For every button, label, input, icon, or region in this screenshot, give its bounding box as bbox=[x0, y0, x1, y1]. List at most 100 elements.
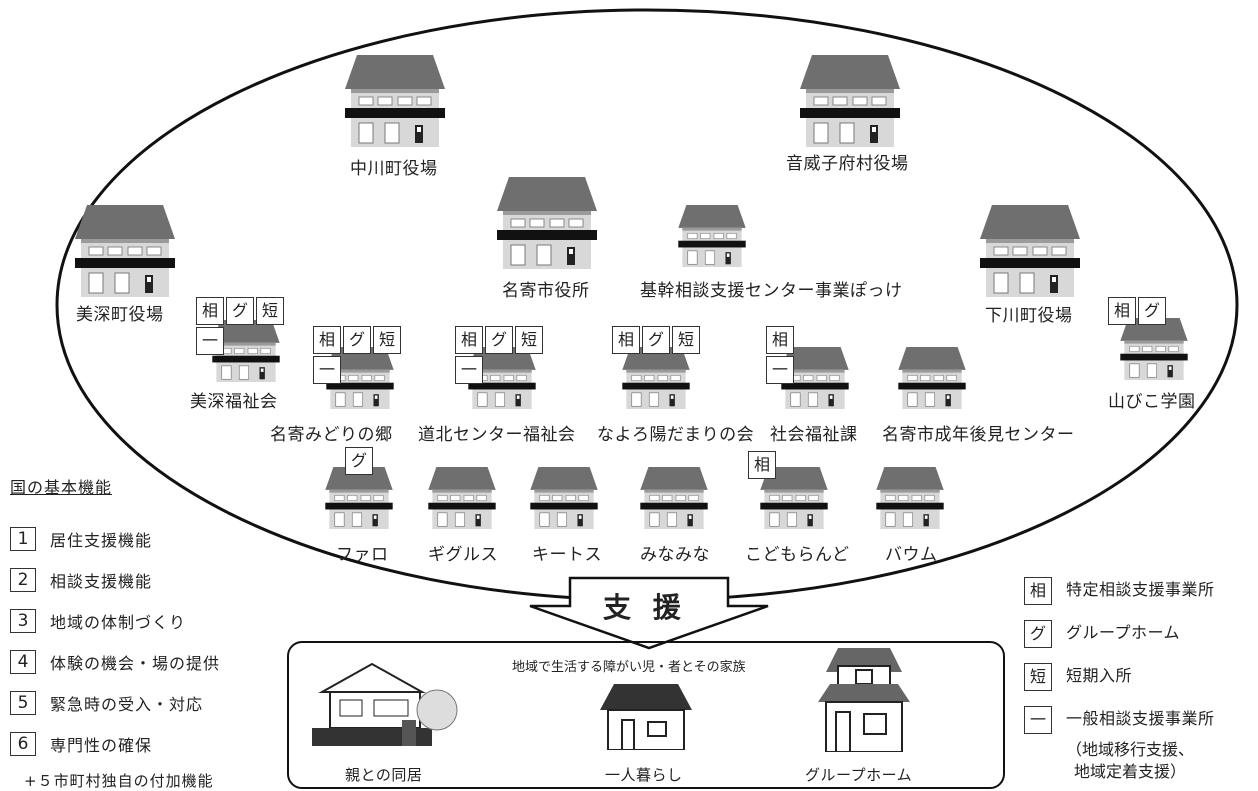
legend-label: 短期入所 bbox=[1066, 666, 1133, 685]
label-shimokawa: 下川町役場 bbox=[985, 306, 1073, 326]
tag-yamabiko-sou: 相 bbox=[1108, 297, 1136, 325]
label-nakagawa: 中川町役場 bbox=[350, 159, 438, 179]
label-hidamari: なよろ陽だまりの会 bbox=[597, 425, 755, 445]
function-number: 1 bbox=[10, 526, 36, 551]
legend-label: グループホーム bbox=[1066, 623, 1181, 642]
function-item: 4 体験の機会・場の提供 bbox=[10, 641, 220, 682]
function-label: 相談支援機能 bbox=[50, 571, 153, 591]
label-kitosu: キートス bbox=[532, 545, 602, 565]
national-functions-heading: 国の基本機能 bbox=[10, 478, 113, 497]
label-midori: 名寄みどりの郷 bbox=[270, 425, 393, 445]
function-item: 5 緊急時の受入・対応 bbox=[10, 682, 220, 723]
house-family-icon bbox=[312, 662, 458, 746]
building-gigurusu bbox=[428, 467, 496, 529]
label-living-alone: 一人暮らし bbox=[605, 766, 683, 784]
house-alone-icon bbox=[600, 684, 692, 750]
community-box bbox=[287, 641, 1005, 789]
label-yamabiko: 山びこ学園 bbox=[1108, 392, 1196, 412]
support-arrow bbox=[529, 576, 769, 650]
tag-shakai-sou: 相 bbox=[766, 326, 794, 354]
building-hidamari bbox=[622, 347, 690, 409]
tag-yamabiko-gu: グ bbox=[1138, 297, 1166, 325]
label-pokke: 基幹相談支援センター事業ぽっけ bbox=[640, 281, 903, 301]
tag-hidamari-sou: 相 bbox=[612, 326, 640, 354]
label-bifuka: 美深町役場 bbox=[76, 305, 164, 325]
function-label: 緊急時の受入・対応 bbox=[50, 694, 204, 714]
building-nayoro bbox=[497, 177, 597, 269]
function-number: 6 bbox=[10, 731, 36, 756]
tag-bifuka-welfare-gu: グ bbox=[226, 297, 254, 325]
label-seinen: 名寄市成年後見センター bbox=[882, 425, 1075, 445]
function-extra: +５市町村独自の付加機能 bbox=[24, 772, 214, 790]
building-otoineppu bbox=[800, 55, 900, 147]
legend-sub-line: （地域移行支援、 bbox=[1066, 740, 1195, 759]
function-label: 専門性の確保 bbox=[50, 735, 153, 755]
tag-bifuka-welfare-ippan: 一 bbox=[196, 327, 224, 355]
legend-item: 相特定相談支援事業所 bbox=[1024, 577, 1215, 605]
building-bifuka bbox=[75, 205, 175, 297]
tag-hidamari-tan: 短 bbox=[672, 326, 700, 354]
function-label: 居住支援機能 bbox=[50, 530, 153, 550]
community-caption: 地域で生活する障がい児・者とその家族 bbox=[512, 660, 746, 675]
label-minamina: みなみな bbox=[640, 545, 710, 565]
group-home-icon bbox=[818, 648, 910, 752]
function-label: 体験の機会・場の提供 bbox=[50, 653, 221, 673]
function-number: 3 bbox=[10, 608, 36, 633]
building-nakagawa bbox=[345, 55, 445, 147]
legend-key: 短 bbox=[1024, 663, 1052, 691]
building-baumu bbox=[876, 467, 944, 529]
tag-midori-ippan: 一 bbox=[313, 356, 341, 384]
function-number: 2 bbox=[10, 567, 36, 592]
label-dohoku: 道北センター福祉会 bbox=[418, 425, 576, 445]
legend-item: 短短期入所 bbox=[1024, 663, 1215, 691]
building-shimokawa bbox=[980, 205, 1080, 297]
tag-bifuka-welfare-sou: 相 bbox=[196, 297, 224, 325]
tag-dohoku-ippan: 一 bbox=[455, 356, 483, 384]
legend-sub-line: 地域定着支援） bbox=[1074, 762, 1187, 781]
legend-label: 一般相談支援事業所 bbox=[1066, 709, 1215, 728]
function-item: 2 相談支援機能 bbox=[10, 559, 220, 600]
function-item: 3 地域の体制づくり bbox=[10, 600, 220, 641]
legend-key: 一 bbox=[1024, 706, 1052, 734]
label-baumu: バウム bbox=[885, 545, 938, 565]
function-label: 地域の体制づくり bbox=[50, 612, 187, 632]
support-label: 支 援 bbox=[603, 591, 687, 624]
label-shakai: 社会福祉課 bbox=[770, 425, 858, 445]
tag-dohoku-tan: 短 bbox=[515, 326, 543, 354]
function-item: 6 専門性の確保 bbox=[10, 723, 220, 764]
tag-faro-gu: グ bbox=[345, 447, 373, 475]
tag-midori-gu: グ bbox=[343, 326, 371, 354]
national-functions: 国の基本機能 1 居住支援機能 2 相談支援機能 3 地域の体制づくり 4 体験の機会・… bbox=[10, 474, 220, 791]
tag-kodomo-sou: 相 bbox=[748, 451, 776, 479]
tag-shakai-ippan: 一 bbox=[766, 356, 794, 384]
function-item: 1 居住支援機能 bbox=[10, 518, 220, 559]
legend-label: 特定相談支援事業所 bbox=[1066, 580, 1215, 599]
tag-dohoku-gu: グ bbox=[485, 326, 513, 354]
label-kodomo: こどもらんど bbox=[745, 545, 850, 565]
legend-item: ググループホーム bbox=[1024, 620, 1215, 648]
legend-item: 一一般相談支援事業所 bbox=[1024, 706, 1215, 734]
tag-dohoku-sou: 相 bbox=[455, 326, 483, 354]
function-number: 4 bbox=[10, 649, 36, 674]
label-nayoro: 名寄市役所 bbox=[502, 281, 590, 301]
function-number: 5 bbox=[10, 690, 36, 715]
label-living-with-parents: 親との同居 bbox=[345, 766, 423, 784]
building-faro bbox=[325, 467, 393, 529]
building-pokke bbox=[678, 205, 746, 267]
tag-legend: 相特定相談支援事業所 ググループホーム 短短期入所 一一般相談支援事業所 （地域… bbox=[1024, 577, 1215, 783]
building-kitosu bbox=[530, 467, 598, 529]
label-bifuka-welfare: 美深福祉会 bbox=[190, 392, 278, 412]
building-minamina bbox=[640, 467, 708, 529]
tag-bifuka-welfare-tan: 短 bbox=[256, 297, 284, 325]
building-yamabiko bbox=[1120, 318, 1188, 380]
legend-key: グ bbox=[1024, 620, 1052, 648]
label-faro: ファロ bbox=[336, 545, 389, 565]
label-group-home: グループホーム bbox=[805, 766, 913, 784]
tag-midori-sou: 相 bbox=[313, 326, 341, 354]
tag-midori-tan: 短 bbox=[373, 326, 401, 354]
legend-key: 相 bbox=[1024, 577, 1052, 605]
building-seinen bbox=[898, 347, 966, 409]
label-otoineppu: 音威子府村役場 bbox=[786, 154, 909, 174]
label-gigurusu: ギグルス bbox=[428, 545, 498, 565]
